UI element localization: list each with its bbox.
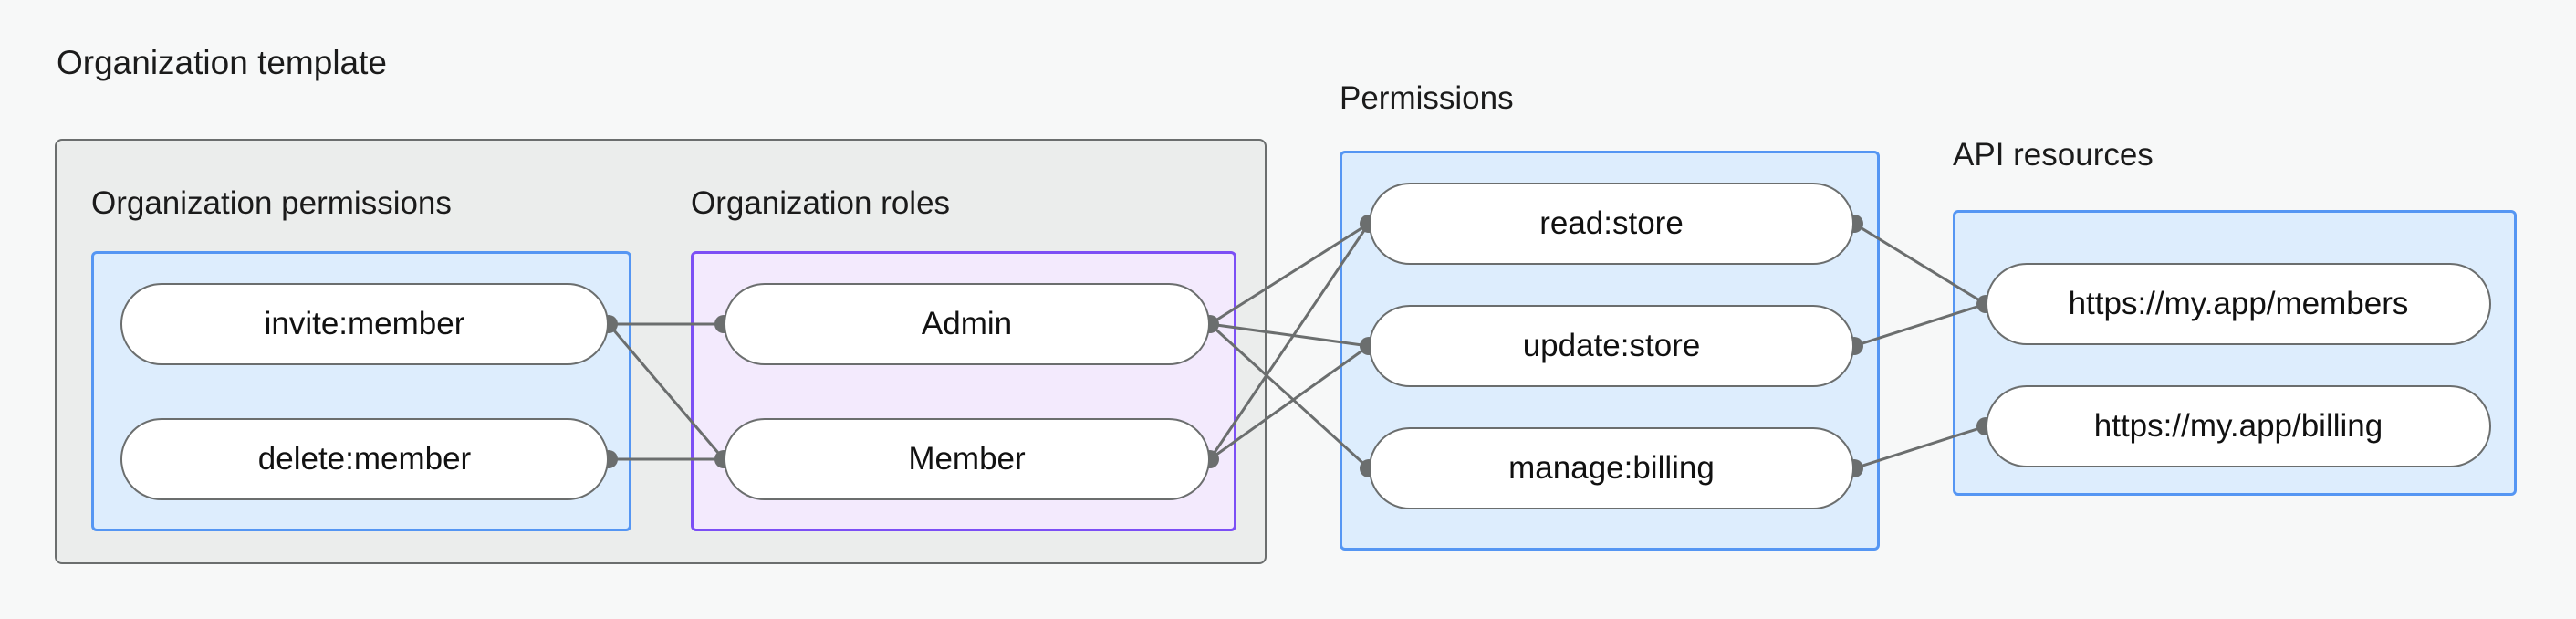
group-label-org-template: Organization template	[57, 44, 387, 81]
node-delete-member[interactable]: delete:member	[120, 418, 609, 500]
node-read-store[interactable]: read:store	[1369, 183, 1854, 265]
group-label-org-permissions: Organization permissions	[91, 185, 452, 221]
group-label-permissions: Permissions	[1340, 80, 1514, 116]
node-url-members[interactable]: https://my.app/members	[1986, 263, 2491, 345]
node-invite-member[interactable]: invite:member	[120, 283, 609, 365]
node-manage-billing[interactable]: manage:billing	[1369, 427, 1854, 509]
group-label-org-roles: Organization roles	[691, 185, 951, 221]
node-role-member[interactable]: Member	[724, 418, 1210, 500]
node-role-admin[interactable]: Admin	[724, 283, 1210, 365]
node-url-billing[interactable]: https://my.app/billing	[1986, 385, 2491, 467]
group-label-api-resources: API resources	[1953, 137, 2154, 173]
node-update-store[interactable]: update:store	[1369, 305, 1854, 387]
